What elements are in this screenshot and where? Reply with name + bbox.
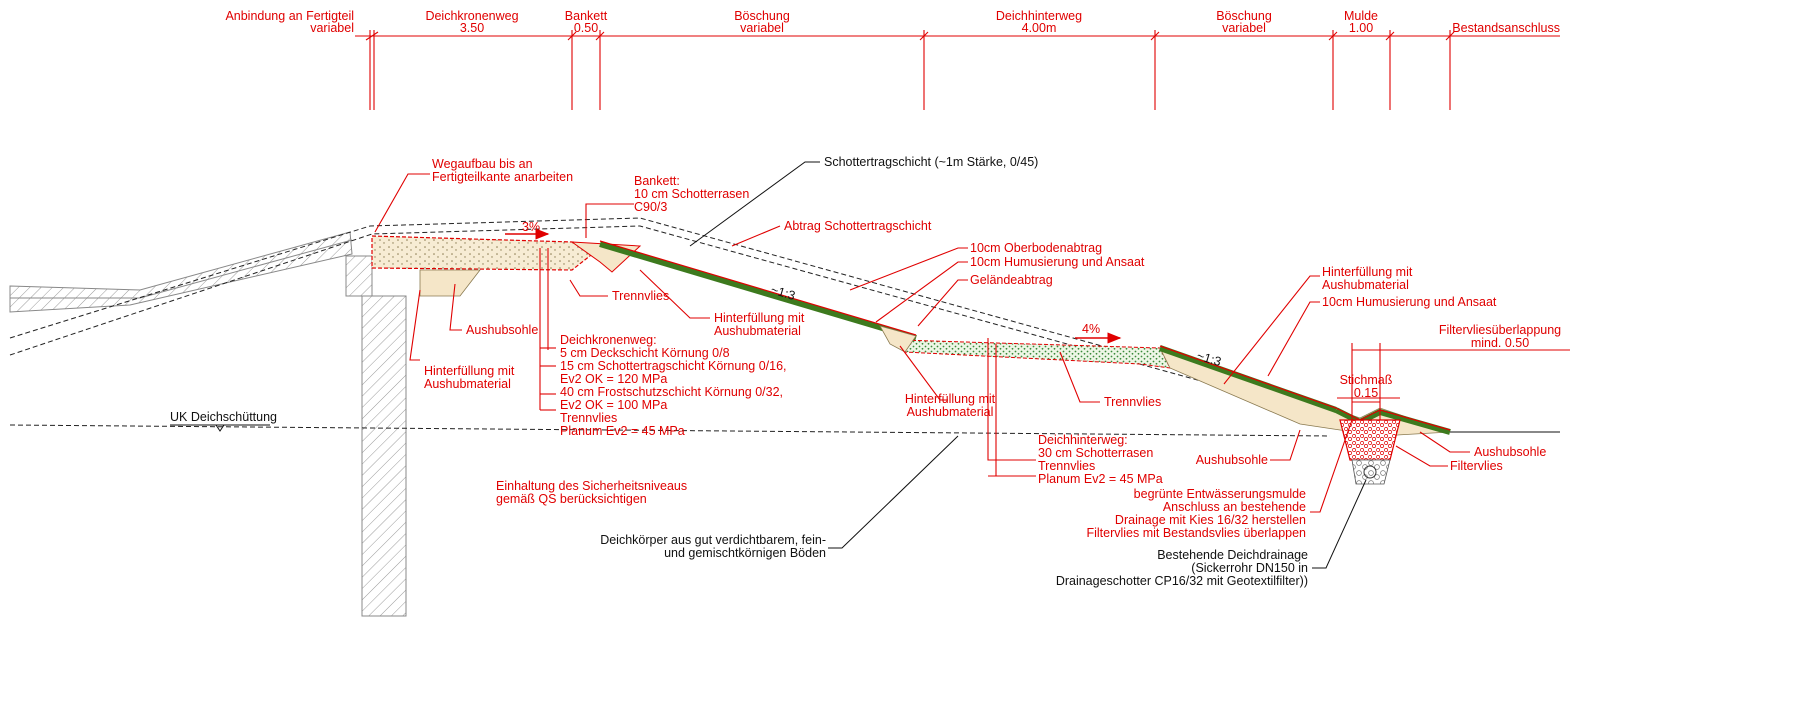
note-mulde-4: Filtervlies mit Bestandsvlies überlappen: [1086, 526, 1306, 540]
note-sicherheit-2: gemäß QS berücksichtigen: [496, 492, 647, 506]
note-hinterfuellung-left-2: Aushubmaterial: [424, 377, 511, 391]
note-deichhinterweg-2: 30 cm Schotterrasen: [1038, 446, 1153, 460]
note-deichkronenweg-8: Planum Ev2 = 45 MPa: [560, 424, 685, 438]
note-bankett-3: C90/3: [634, 200, 667, 214]
note-hinterfuellung-center-2: Aushubmaterial: [907, 405, 994, 419]
dim-value-mulde: 1.00: [1349, 21, 1373, 35]
existing-wall-structure: [9, 231, 407, 617]
dim-label-mulde: Mulde: [1344, 9, 1378, 23]
dimension-chain: Anbindung an Fertigteil variabel Deichkr…: [225, 9, 1560, 110]
dim-label-bestandsanschluss: Bestandsanschluss: [1452, 21, 1560, 35]
dim-value-anbindung: variabel: [310, 21, 354, 35]
note-filterueberlappung-1: Filtervliesüberlappung: [1439, 323, 1561, 337]
leader-lines: [374, 161, 1570, 569]
note-abtrag: Abtrag Schottertragschicht: [784, 219, 932, 233]
note-deichkoerper-2: und gemischtkörnigen Böden: [664, 546, 826, 560]
note-deichkoerper-1: Deichkörper aus gut verdichtbarem, fein-: [600, 533, 826, 547]
dim-label-deichkronenweg: Deichkronenweg: [425, 9, 518, 23]
note-deichkronenweg-7: Trennvlies: [560, 411, 617, 425]
note-humus-1: 10cm Humusierung und Ansaat: [970, 255, 1145, 269]
slope-3pct: 3%: [522, 220, 540, 234]
uk-label: UK Deichschüttung: [170, 410, 277, 424]
dim-value-boeschung-1: variabel: [740, 21, 784, 35]
note-gelaende: Geländeabtrag: [970, 273, 1053, 287]
note-deichhinterweg-1: Deichhinterweg:: [1038, 433, 1128, 447]
note-filtervlies: Filtervlies: [1450, 459, 1503, 473]
note-aushubsohle-1: Aushubsohle: [466, 323, 538, 337]
note-oberboden: 10cm Oberbodenabtrag: [970, 241, 1102, 255]
note-hinterfuellung-mid-1: Hinterfüllung mit: [714, 311, 805, 325]
note-deichkronenweg-2: 5 cm Deckschicht Körnung 0/8: [560, 346, 730, 360]
note-deichkronenweg-1: Deichkronenweg:: [560, 333, 657, 347]
note-hinterfuellung-right-2: Aushubmaterial: [1322, 278, 1409, 292]
note-humus-2: 10cm Humusierung und Ansaat: [1322, 295, 1497, 309]
note-trennvlies-2: Trennvlies: [1104, 395, 1161, 409]
note-drainage-2: (Sickerrohr DN150 in: [1191, 561, 1308, 575]
note-deichkronenweg-3: 15 cm Schottertragschicht Körnung 0/16,: [560, 359, 787, 373]
note-sicherheit-1: Einhaltung des Sicherheitsniveaus: [496, 479, 687, 493]
note-trennvlies-1: Trennvlies: [612, 289, 669, 303]
note-deichkronenweg-4: Ev2 OK = 120 MPa: [560, 372, 667, 386]
existing-dashed-lines: [9, 217, 1560, 437]
note-bankett-1: Bankett:: [634, 174, 680, 188]
note-deichkronenweg-5: 40 cm Frostschutzschicht Körnung 0/32,: [560, 385, 783, 399]
note-mulde-3: Drainage mit Kies 16/32 herstellen: [1115, 513, 1306, 527]
note-mulde-2: Anschluss an bestehende: [1163, 500, 1306, 514]
slope-indicators: 3% ~1:3 4% ~1:3: [505, 220, 1223, 369]
note-schottertragschicht: Schottertragschicht (~1m Stärke, 0/45): [824, 155, 1038, 169]
note-stichmass-1: Stichmaß: [1340, 373, 1393, 387]
slope-1-3-lower: ~1:3: [1195, 348, 1223, 369]
note-drainage-3: Drainageschotter CP16/32 mit Geotextilfi…: [1056, 574, 1308, 588]
upper-slope-grass: [599, 240, 917, 341]
note-drainage-1: Bestehende Deichdrainage: [1157, 548, 1308, 562]
slope-4pct: 4%: [1082, 322, 1100, 336]
note-wegaufbau-2: Fertigteilkante anarbeiten: [432, 170, 573, 184]
note-hinterfuellung-right-1: Hinterfüllung mit: [1322, 265, 1413, 279]
note-mulde-1: begrünte Entwässerungsmulde: [1134, 487, 1306, 501]
annotations: Wegaufbau bis an Fertigteilkante anarbei…: [424, 155, 1561, 588]
note-deichhinterweg-4: Planum Ev2 = 45 MPa: [1038, 472, 1163, 486]
dim-label-boeschung-1: Böschung: [734, 9, 790, 23]
dim-label-deichhinterweg: Deichhinterweg: [996, 9, 1082, 23]
dim-value-boeschung-2: variabel: [1222, 21, 1266, 35]
note-bankett-2: 10 cm Schotterrasen: [634, 187, 749, 201]
note-aushubsohle-2: Aushubsohle: [1196, 453, 1268, 467]
uk-marker: UK Deichschüttung: [170, 410, 277, 432]
note-deichkronenweg-6: Ev2 OK = 100 MPa: [560, 398, 667, 412]
slope-1-3-upper: ~1:3: [769, 282, 797, 303]
note-wegaufbau-1: Wegaufbau bis an: [432, 157, 533, 171]
dim-label-bankett: Bankett: [565, 9, 608, 23]
dim-value-bankett: 0.50: [574, 21, 598, 35]
lower-slope-fill: [1159, 345, 1451, 437]
dim-label-boeschung-2: Böschung: [1216, 9, 1272, 23]
note-hinterfuellung-mid-2: Aushubmaterial: [714, 324, 801, 338]
dim-value-deichkronenweg: 3.50: [460, 21, 484, 35]
note-aushubsohle-3: Aushubsohle: [1474, 445, 1546, 459]
dim-value-deichhinterweg: 4.00m: [1022, 21, 1057, 35]
drain-pipe-icon: [1363, 465, 1377, 479]
note-deichhinterweg-3: Trennvlies: [1038, 459, 1095, 473]
back-path-construction: [879, 325, 1171, 369]
note-stichmass-2: 0.15: [1354, 386, 1378, 400]
note-filterueberlappung-2: mind. 0.50: [1471, 336, 1529, 350]
note-hinterfuellung-center-1: Hinterfüllung mit: [905, 392, 996, 406]
dim-label-anbindung: Anbindung an Fertigteil: [225, 9, 354, 23]
note-hinterfuellung-left-1: Hinterfüllung mit: [424, 364, 515, 378]
